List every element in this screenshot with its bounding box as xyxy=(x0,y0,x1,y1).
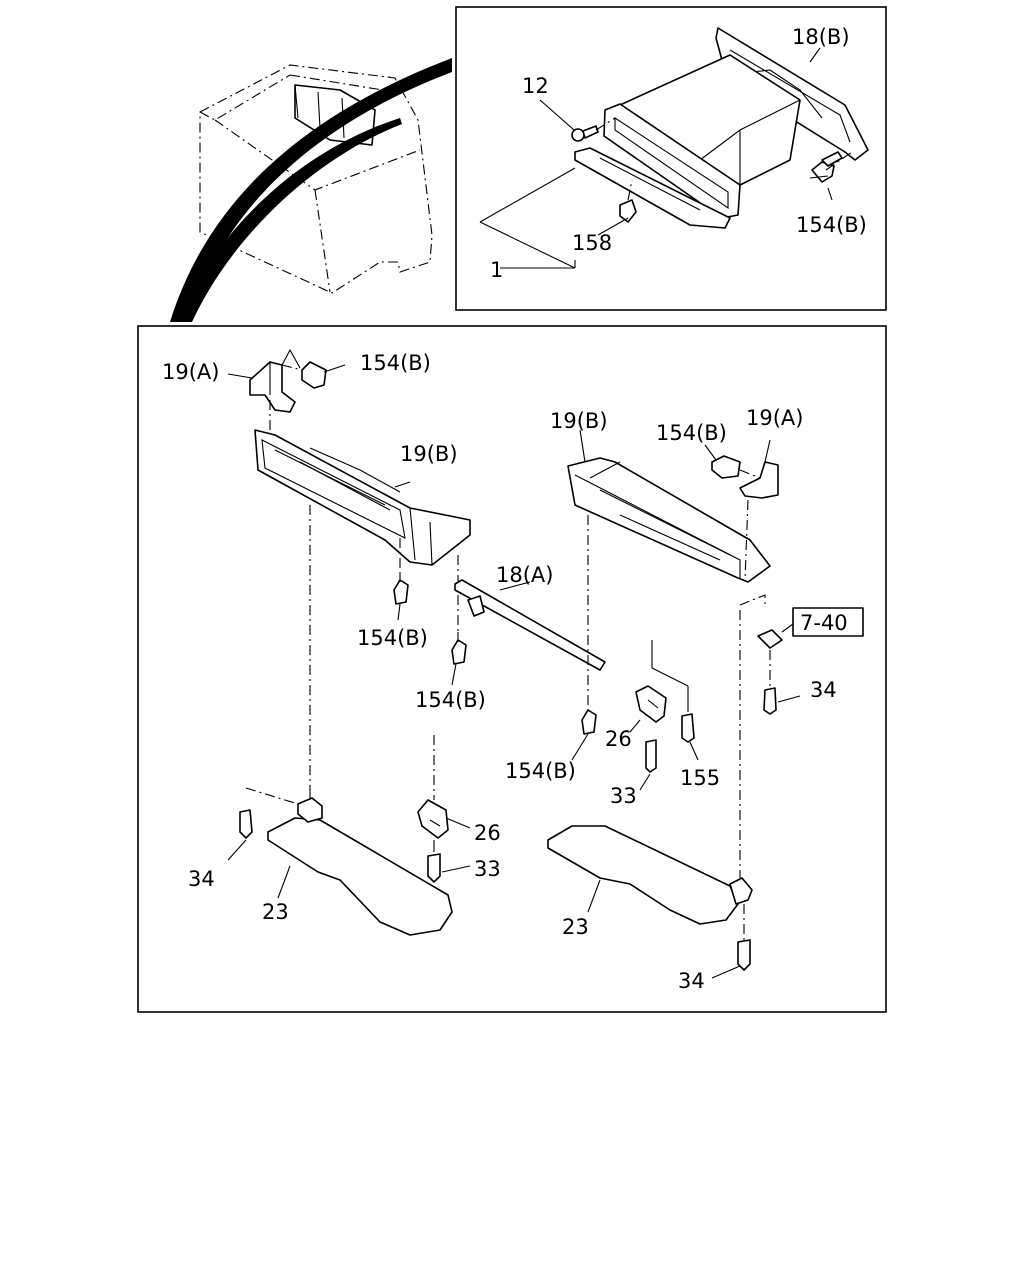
label-inset-158: 158 xyxy=(572,231,612,255)
right-bracket-19a xyxy=(704,439,779,581)
right-console-19b xyxy=(567,429,771,710)
label-inset-12: 12 xyxy=(522,74,549,98)
label-left-33: 33 xyxy=(474,857,501,881)
label-inset-18b: 18(B) xyxy=(792,25,850,49)
left-console-19b xyxy=(254,429,471,790)
label-left-19b: 19(B) xyxy=(400,442,458,466)
label-right-23: 23 xyxy=(562,915,589,939)
label-left-154b-top: 154(B) xyxy=(360,351,431,375)
label-inset-1: 1 xyxy=(490,258,503,282)
label-right-19b: 19(B) xyxy=(550,409,608,433)
inset-assembly xyxy=(479,27,869,269)
inset-frame xyxy=(455,6,887,311)
label-left-23: 23 xyxy=(262,900,289,924)
label-middle-26: 26 xyxy=(605,727,632,751)
label-18a: 18(A) xyxy=(496,563,553,587)
label-left-26: 26 xyxy=(474,821,501,845)
label-left-154b-b: 154(B) xyxy=(415,688,486,712)
label-left-154b-a: 154(B) xyxy=(357,626,428,650)
callout-labels: 18(B) 12 154(B) 158 1 19(A) 154(B) 19(B)… xyxy=(162,25,867,993)
cab-outline xyxy=(170,58,452,322)
label-middle-33: 33 xyxy=(610,784,637,808)
left-bracket-19a xyxy=(227,348,346,430)
label-inset-154b: 154(B) xyxy=(796,213,867,237)
label-left-19a: 19(A) xyxy=(162,360,219,384)
right-clip-7-40 xyxy=(739,594,864,878)
strip-18a xyxy=(454,579,606,671)
main-frame xyxy=(137,325,887,1013)
ref-box-7-40 xyxy=(792,607,864,637)
left-console-screws xyxy=(393,538,467,686)
left-visor-23 xyxy=(227,787,453,936)
label-right-154b: 154(B) xyxy=(656,421,727,445)
label-right-34-bottom: 34 xyxy=(678,969,705,993)
lower-middle-screw xyxy=(571,709,597,761)
left-hook-group xyxy=(417,735,471,883)
middle-hook-group xyxy=(629,640,699,791)
label-middle-155: 155 xyxy=(680,766,720,790)
right-visor-23 xyxy=(547,825,753,979)
label-left-34: 34 xyxy=(188,867,215,891)
label-right-34: 34 xyxy=(810,678,837,702)
label-right-19a: 19(A) xyxy=(746,406,803,430)
label-ref-7-40: 7-40 xyxy=(800,611,848,635)
label-middle-154b: 154(B) xyxy=(505,759,576,783)
